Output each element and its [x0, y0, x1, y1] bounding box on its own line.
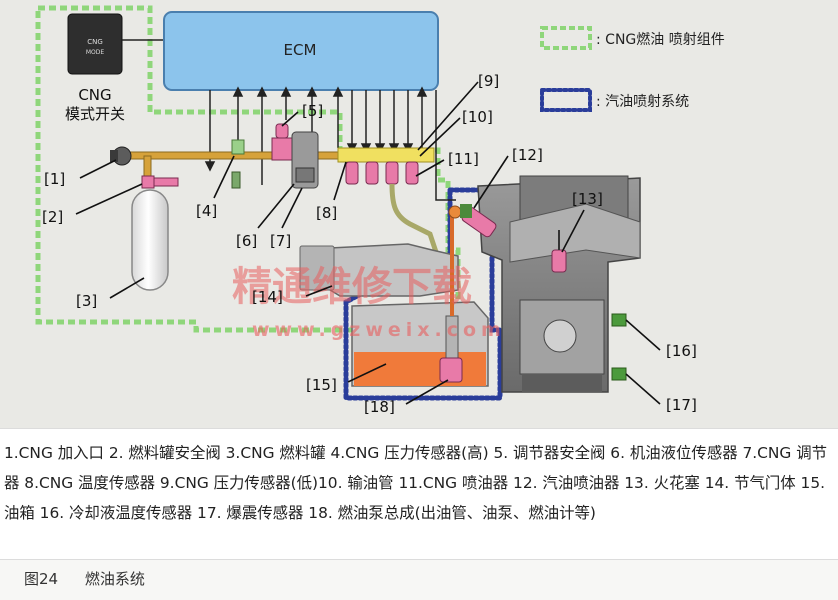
callout-labels: [1] [2] [3] [4] [5] [6] [7] [8] [9] [10]…: [42, 72, 697, 416]
tank-safety-valve: [141, 175, 155, 189]
callout-11: [11]: [448, 150, 479, 168]
cng-fuel-tank: [131, 189, 169, 291]
diagram-svg: CNG MODE CNG 模式开关 ECM: [0, 0, 838, 428]
callout-2: [2]: [42, 208, 63, 226]
fuel-pump-assembly: [439, 357, 463, 383]
oil-level-sensor: [231, 171, 241, 189]
callout-10: [10]: [462, 108, 493, 126]
coolant-temp-sensor: [611, 313, 627, 327]
callout-8: [8]: [316, 204, 337, 222]
regulator-safety-valve-body: [271, 137, 293, 161]
regulator-safety-valve: [275, 123, 289, 139]
cng-injectors: [345, 161, 419, 185]
callout-9: [9]: [478, 72, 499, 90]
tank-safety-valve-body: [153, 177, 179, 187]
callout-5: [5]: [302, 102, 323, 120]
leader-lines: [75, 81, 661, 405]
callout-18: [18]: [364, 398, 395, 416]
cng-mode-switch-button: [67, 13, 123, 75]
callout-16: [16]: [666, 342, 697, 360]
ecm-label: ECM: [284, 41, 317, 59]
callout-12: [12]: [512, 146, 543, 164]
callout-13: [13]: [572, 190, 603, 208]
callout-14: [14]: [252, 288, 283, 306]
figure-number: 图24: [24, 570, 59, 588]
callout-17: [17]: [666, 396, 697, 414]
watermark-url: www.gzweix.com: [252, 319, 506, 341]
callout-15: [15]: [306, 376, 337, 394]
figure-title: 燃油系统: [84, 570, 145, 588]
cng-fuel-rail: [337, 147, 435, 163]
callout-1: [1]: [44, 170, 65, 188]
spark-plug: [551, 249, 567, 273]
cng-switch-label-1: CNG: [78, 86, 111, 104]
figure-caption: 图24 燃油系统: [24, 568, 167, 589]
callout-4: [4]: [196, 202, 217, 220]
ecm-box: [163, 11, 439, 91]
cng-pressure-sensor-high: [231, 139, 245, 155]
cng-regulator: [291, 131, 319, 189]
cng-inlet: [110, 146, 132, 166]
parts-list-caption: 1.CNG 加入口 2. 燃料罐安全阀 3.CNG 燃料罐 4.CNG 压力传感…: [4, 444, 828, 522]
legend-cng-text: : CNG燃油 喷射组件: [596, 31, 725, 48]
throttle-inlet: [299, 245, 335, 291]
watermark: 精通维修下载: [232, 263, 472, 310]
cng-mode-switch-text-1: CNG: [87, 38, 103, 46]
knock-sensor: [611, 367, 627, 381]
cng-output-pipe: [389, 183, 439, 253]
legend-gasoline-text: : 汽油喷射系统: [596, 94, 689, 110]
callout-7: [7]: [270, 232, 291, 250]
legend-cng-swatch: [540, 26, 592, 50]
fuel-system-diagram: CNG MODE CNG 模式开关 ECM: [0, 0, 838, 428]
throttle-body: [329, 243, 459, 297]
gasoline-injector: [460, 204, 497, 238]
callout-3: [3]: [76, 292, 97, 310]
cng-mode-switch-text-2: MODE: [86, 49, 105, 56]
legend-caption-box: 1.CNG 加入口 2. 燃料罐安全阀 3.CNG 燃料罐 4.CNG 压力传感…: [0, 428, 838, 560]
callout-6: [6]: [236, 232, 257, 250]
engine: [477, 175, 641, 393]
legend-gasoline-swatch: [540, 88, 592, 112]
gasoline-line-fitting: [448, 205, 462, 219]
cng-switch-label-2: 模式开关: [65, 105, 125, 123]
